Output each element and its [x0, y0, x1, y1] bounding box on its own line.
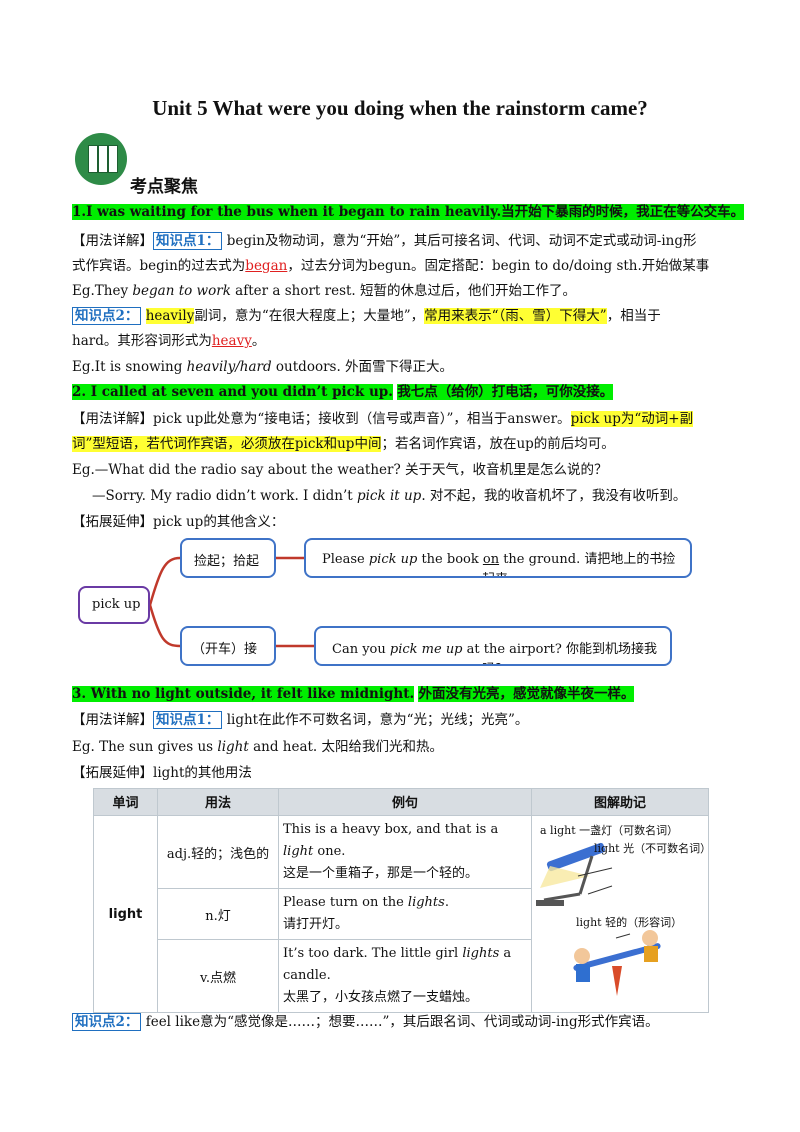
- illustration-cell: a light 一盏灯（可数名词） light 光（不可数名词） light 轻…: [531, 815, 712, 1013]
- table-header: 用法: [157, 788, 279, 816]
- mindmap-example2: Can you pick me up at the airport? 你能到机场…: [314, 626, 672, 666]
- point3-kp2: 知识点2： feel like意为“感觉像是……；想要……”，其后跟名词、代词或…: [72, 1012, 732, 1032]
- mindmap-branch-pickup-meaning1: 捡起；拾起: [180, 538, 276, 578]
- table-example: It’s too dark. The little girl lights a …: [278, 939, 532, 1013]
- point3-heading: 3. With no light outside, it felt like m…: [72, 686, 635, 702]
- point2-usage-line2: 词”型短语，若代词作宾语，必须放在pick和up中间；若名词作宾语，放在up的前…: [72, 436, 615, 452]
- table-usage: adj.轻的；浅色的: [157, 815, 279, 889]
- table-usage: v.点燃: [157, 939, 279, 1013]
- keypoint-label: 知识点2：: [72, 307, 142, 325]
- illustration-label: light 光（不可数名词）: [594, 842, 712, 855]
- point1-usage-line2: 式作宾语。begin的过去式为began，过去分词为begun。固定搭配：beg…: [72, 258, 710, 274]
- point1-kp2-line1: 知识点2： heavily副词，意为“在很大程度上；大量地”，常用来表示“（雨、…: [72, 306, 732, 326]
- keypoint-label: 知识点1：: [153, 232, 223, 250]
- point2-example1: Eg.—What did the radio say about the wea…: [72, 462, 608, 478]
- point2-usage-line1: 【用法详解】pick up此处意为“接电话；接收到（信号或声音）”，相当于ans…: [72, 411, 694, 427]
- mindmap-branch-pickup-meaning2: （开车）接: [180, 626, 276, 666]
- answer-began: began: [245, 258, 288, 274]
- point1-kp2-line2: hard。其形容词形式为heavy。: [72, 333, 266, 349]
- mindmap-connectors: [148, 556, 314, 648]
- lamp-and-kids-illustration: [536, 842, 661, 996]
- table-header: 图解助记: [531, 788, 709, 816]
- table-header: 例句: [278, 788, 532, 816]
- point1-example2: Eg.It is snowing heavily/hard outdoors. …: [72, 359, 454, 375]
- answer-heavy: heavy: [211, 333, 252, 349]
- table-example: This is a heavy box, and that is a light…: [278, 815, 532, 889]
- illustration-label: a light 一盏灯（可数名词）: [540, 824, 679, 837]
- point2-extension: 【拓展延伸】pick up的其他含义：: [72, 514, 285, 530]
- keypoint-label: 知识点1：: [153, 711, 223, 729]
- section-heading: 考点聚焦: [130, 177, 198, 197]
- keypoint-label: 知识点2：: [72, 1013, 142, 1031]
- page-title: Unit 5 What were you doing when the rain…: [152, 96, 648, 120]
- table-example: Please turn on the lights. 请打开灯。: [278, 888, 532, 940]
- point3-extension: 【拓展延伸】light的其他用法: [72, 765, 252, 781]
- point3-usage: 【用法详解】知识点1： light在此作不可数名词，意为“光；光线；光亮”。: [72, 711, 529, 729]
- mindmap-example1: Please pick up the book on the ground. 请…: [304, 538, 692, 578]
- table-usage: n.灯: [157, 888, 279, 940]
- mindmap-center: pick up: [78, 586, 150, 624]
- table-word: light: [93, 815, 158, 1013]
- point1-usage-line1: 【用法详解】知识点1： begin及物动词，意为“开始”，其后可接名词、代词、动…: [72, 232, 697, 250]
- light-usage-table: 单词 用法 例句 图解助记 light adj.轻的；浅色的 This is a…: [93, 788, 712, 1013]
- point2-example2: —Sorry. My radio didn’t work. I didn’t p…: [92, 488, 687, 504]
- table-header: 单词: [93, 788, 158, 816]
- illustration-label: light 轻的（形容词）: [576, 916, 683, 929]
- point2-heading: 2. I called at seven and you didn’t pick…: [72, 384, 614, 400]
- point3-example: Eg. The sun gives us light and heat. 太阳给…: [72, 739, 444, 755]
- point1-example: Eg.They began to work after a short rest…: [72, 283, 577, 299]
- books-logo-icon: [75, 133, 127, 185]
- point1-heading: 1.I was waiting for the bus when it bega…: [72, 204, 745, 220]
